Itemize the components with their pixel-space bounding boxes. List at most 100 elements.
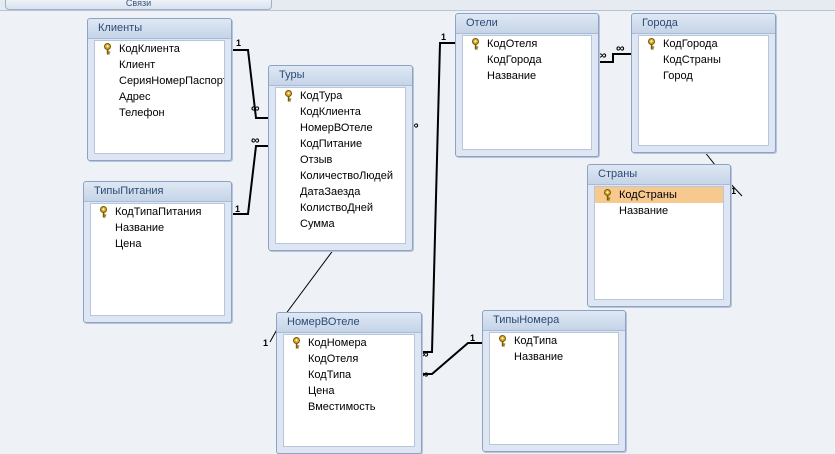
field-name: КодОтеля	[487, 38, 538, 50]
field-row[interactable]: ДатаЗаезда	[276, 184, 405, 200]
field-row[interactable]: Название	[490, 349, 618, 365]
one-marker: 1	[263, 338, 268, 348]
field-name: КодГорода	[487, 54, 542, 66]
many-marker: ∞	[251, 133, 260, 147]
field-row[interactable]: Цена	[284, 383, 414, 399]
field-name: КодТипа	[308, 369, 352, 381]
field-row[interactable]: КодОтеля	[463, 36, 591, 52]
primary-key-icon	[603, 189, 612, 201]
field-name: НомерВОтеле	[300, 122, 373, 134]
primary-key-icon	[99, 206, 108, 218]
field-row[interactable]: Название	[463, 68, 591, 84]
table-title[interactable]: Клиенты	[88, 19, 231, 39]
table-title[interactable]: Отели	[456, 14, 598, 34]
field-row[interactable]: Цена	[91, 236, 224, 252]
field-row[interactable]: КодСтраны	[639, 52, 768, 68]
field-row[interactable]: Отзыв	[276, 152, 405, 168]
field-row[interactable]: Телефон	[95, 105, 224, 121]
one-marker: 1	[441, 32, 446, 42]
field-name: КодКлиента	[300, 106, 361, 118]
primary-key-icon	[498, 335, 507, 347]
field-name: Название	[115, 222, 165, 234]
field-row[interactable]: КодТипаПитания	[91, 204, 224, 220]
many-marker: ∞	[420, 347, 429, 361]
field-name: КоличествоЛюдей	[300, 170, 393, 182]
field-row[interactable]: КодНомера	[284, 335, 414, 351]
table-title[interactable]: Города	[632, 14, 775, 34]
field-name: Клиент	[119, 59, 156, 71]
primary-key-icon	[103, 43, 112, 55]
field-row[interactable]: Сумма	[276, 216, 405, 232]
tab-relationships[interactable]: Связи	[5, 0, 272, 10]
field-row[interactable]: КодОтеля	[284, 351, 414, 367]
table-title[interactable]: ТипыНомера	[483, 311, 625, 331]
field-name: КодГорода	[663, 38, 718, 50]
field-row[interactable]: Название	[595, 203, 723, 219]
table-title[interactable]: Страны	[588, 165, 730, 185]
field-name: Название	[487, 70, 537, 82]
field-row[interactable]: КолиствоДней	[276, 200, 405, 216]
relation-roomtypes-rooms	[420, 342, 482, 375]
table-title[interactable]: ТипыПитания	[84, 182, 231, 202]
field-row[interactable]: КоличествоЛюдей	[276, 168, 405, 184]
field-name: КодНомера	[308, 337, 367, 349]
primary-key-icon	[471, 38, 480, 50]
field-name: Город	[663, 70, 693, 82]
field-row[interactable]: Название	[91, 220, 224, 236]
one-marker: 1	[236, 38, 241, 48]
field-row[interactable]: Город	[639, 68, 768, 84]
field-name: КодТура	[300, 90, 343, 102]
many-marker: ∞	[251, 101, 260, 115]
field-name: Цена	[115, 238, 142, 250]
field-row[interactable]: КодСтраны	[595, 187, 723, 203]
field-row[interactable]: КодПитание	[276, 136, 405, 152]
field-name: СерияНомерПаспорта	[119, 75, 225, 87]
many-marker: ∞	[410, 118, 419, 132]
relation-hotels-cities	[597, 53, 631, 63]
field-row[interactable]: КодГорода	[463, 52, 591, 68]
field-row[interactable]: КодКлиента	[276, 104, 405, 120]
field-row[interactable]: КодТипа	[284, 367, 414, 383]
field-name: КодТипаПитания	[115, 206, 202, 218]
field-name: КодСтраны	[663, 54, 721, 66]
field-row[interactable]: КодТипа	[490, 333, 618, 349]
field-row[interactable]: Клиент	[95, 57, 224, 73]
field-row[interactable]: КодТура	[276, 88, 405, 104]
primary-key-icon	[647, 38, 656, 50]
field-name: Телефон	[119, 107, 165, 119]
field-name: Отзыв	[300, 154, 333, 166]
field-row[interactable]: НомерВОтеле	[276, 120, 405, 136]
field-name: КодПитание	[300, 138, 363, 150]
table-title[interactable]: НомерВОтеле	[277, 313, 421, 333]
field-row[interactable]: СерияНомерПаспорта	[95, 73, 224, 89]
field-name: КолиствоДней	[300, 202, 374, 214]
many-marker: ∞	[616, 41, 625, 55]
field-row[interactable]: КодГорода	[639, 36, 768, 52]
field-row[interactable]: Адрес	[95, 89, 224, 105]
primary-key-icon	[284, 90, 293, 102]
many-marker: ∞	[598, 48, 607, 62]
field-name: ДатаЗаезда	[300, 186, 361, 198]
field-row[interactable]: КодКлиента	[95, 41, 224, 57]
tab-strip: Связи	[0, 0, 835, 11]
field-name: КодСтраны	[619, 189, 677, 201]
one-marker: 1	[470, 333, 475, 343]
field-row[interactable]: Вместимость	[284, 399, 414, 415]
table-title[interactable]: Туры	[269, 66, 412, 86]
